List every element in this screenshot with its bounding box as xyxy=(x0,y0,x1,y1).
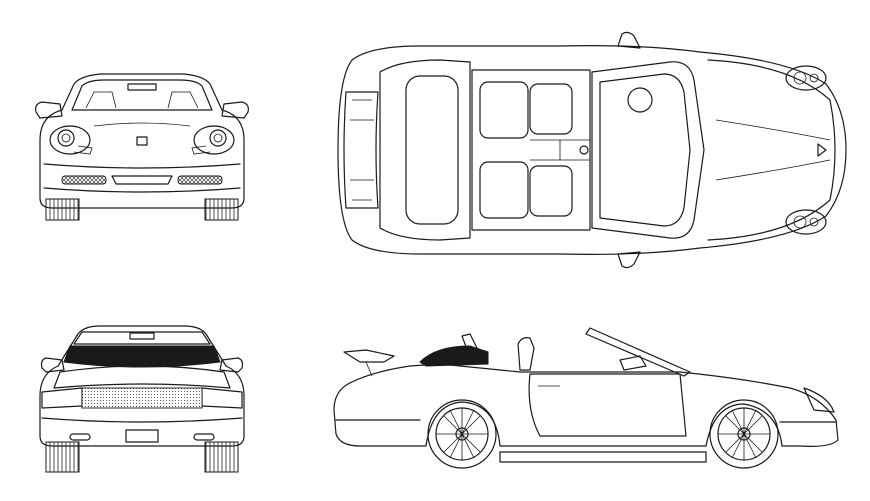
car-side-view-icon xyxy=(333,327,839,469)
car-front-view-icon xyxy=(35,73,249,221)
car-top-view-icon xyxy=(337,31,847,269)
car-rear-view-icon xyxy=(39,325,245,473)
